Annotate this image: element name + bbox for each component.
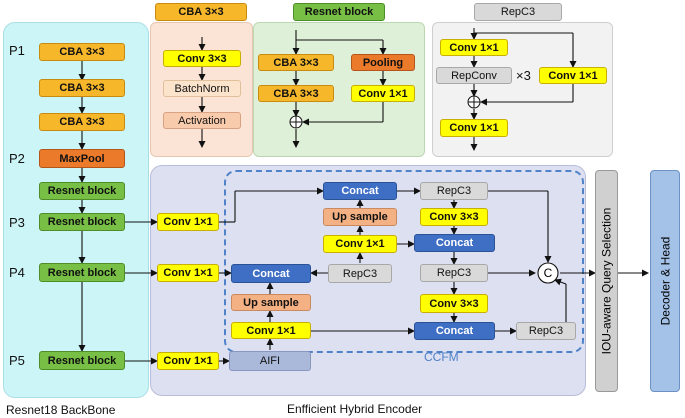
encoder-conv11-right: Conv 1×1 [323, 235, 397, 253]
encoder-conv-p4: Conv 1×1 [157, 264, 219, 282]
cba-detail-activation: Activation [163, 112, 241, 129]
resnet-detail-title: Resnet block [293, 3, 385, 21]
encoder-caption: Enfficient Hybrid Encoder [287, 402, 423, 416]
p1-label: P1 [9, 43, 25, 58]
p2-label: P2 [9, 151, 25, 166]
decoder-head-block: Decoder & Head [650, 170, 680, 392]
backbone-resnet-block-1: Resnet block [39, 182, 125, 200]
repc3-detail-conv-bottom: Conv 1×1 [440, 119, 508, 137]
concat-c-node [537, 262, 559, 284]
backbone-cba-3: CBA 3×3 [39, 113, 125, 131]
encoder-conv-p3: Conv 1×1 [157, 213, 219, 231]
encoder-repc3-bottom: RepC3 [516, 322, 576, 340]
encoder-concat-mid: Concat [231, 264, 311, 283]
encoder-conv33-a: Conv 3×3 [420, 208, 488, 226]
encoder-conv11-bottom: Conv 1×1 [231, 322, 311, 339]
repc3-detail-conv-top: Conv 1×1 [440, 39, 508, 56]
backbone-cba-1: CBA 3×3 [39, 43, 125, 61]
backbone-resnet-block-2: Resnet block [39, 213, 125, 231]
resnet-detail-pooling: Pooling [351, 54, 415, 71]
encoder-upsample-left: Up sample [231, 294, 311, 311]
concat-c-label: C [543, 266, 553, 280]
p3-label: P3 [9, 215, 25, 230]
encoder-aifi: AIFI [229, 351, 311, 371]
encoder-concat-top: Concat [323, 182, 397, 200]
resnet-detail-cba-1: CBA 3×3 [258, 54, 334, 71]
backbone-caption: Resnet18 BackBone [6, 403, 116, 417]
encoder-repc3-mid-left: RepC3 [328, 264, 392, 283]
backbone-resnet-block-4: Resnet block [39, 351, 125, 370]
repc3-detail-conv-side: Conv 1×1 [539, 67, 607, 84]
encoder-upsample-right: Up sample [323, 208, 397, 226]
add-nodes [289, 95, 481, 129]
encoder-concat-right: Concat [414, 234, 495, 252]
repc3-detail-times: ×3 [516, 68, 531, 83]
backbone-maxpool: MaxPool [39, 149, 125, 168]
cba-detail-conv: Conv 3×3 [163, 50, 241, 67]
ccfm-label: CCFM [424, 350, 459, 364]
backbone-cba-2: CBA 3×3 [39, 79, 125, 97]
query-selection-block: IOU-aware Query Selection [595, 170, 618, 392]
p4-label: P4 [9, 265, 25, 280]
encoder-repc3-top: RepC3 [420, 182, 488, 200]
p5-label: P5 [9, 353, 25, 368]
resnet-detail-conv: Conv 1×1 [351, 85, 415, 102]
encoder-concat-bottom: Concat [414, 322, 495, 340]
cba-detail-batchnorm: BatchNorm [163, 80, 241, 97]
encoder-conv-p5: Conv 1×1 [157, 352, 219, 370]
repc3-detail-title: RepC3 [474, 3, 562, 21]
resnet-detail-cba-2: CBA 3×3 [258, 85, 334, 102]
backbone-resnet-block-3: Resnet block [39, 263, 125, 282]
ccfm-panel [224, 170, 584, 353]
repc3-detail-repconv: RepConv [436, 67, 512, 84]
encoder-conv33-b: Conv 3×3 [420, 294, 488, 313]
cba-detail-title: CBA 3×3 [155, 3, 247, 21]
encoder-repc3-mid-right: RepC3 [420, 264, 488, 282]
